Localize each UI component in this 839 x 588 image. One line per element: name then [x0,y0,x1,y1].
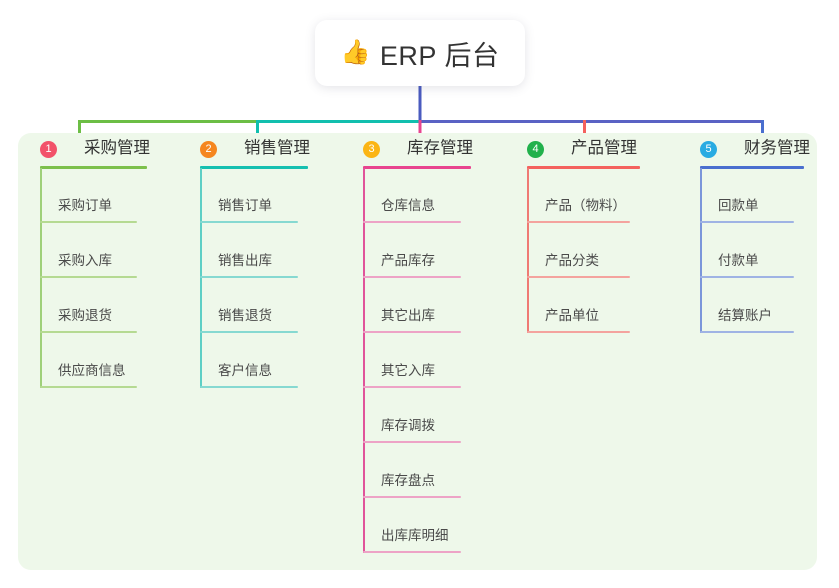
branch-leaf-item[interactable]: 产品单位 [527,278,630,333]
branch-leaf-rule [363,386,461,388]
branch-title: 销售管理 [244,139,310,157]
branch-leaf-rule [363,221,461,223]
branch-leaf-item[interactable]: 销售订单 [200,168,298,223]
branch-leaf-label: 库存盘点 [381,473,435,488]
branch-leaf-item[interactable]: 付款单 [700,223,794,278]
branch-leaf-label: 其它入库 [381,363,435,378]
branch-header-rule [527,166,640,169]
branch-title: 采购管理 [84,139,150,157]
branch-leaf-label: 客户信息 [218,363,272,378]
branch-leaf-item[interactable]: 库存调拨 [363,388,461,443]
branch-leaf-item[interactable]: 采购退货 [40,278,137,333]
branch-column-2: 2 销售管理销售订单销售出库销售退货客户信息 [200,133,316,388]
branch-spine [40,168,42,388]
branch-title: 产品管理 [571,139,637,157]
branch-leaf-item[interactable]: 结算账户 [700,278,794,333]
branch-leaf-label: 出库库明细 [381,528,449,543]
branch-leaf-rule [700,276,794,278]
branch-leaf-item[interactable]: 其它入库 [363,333,461,388]
branch-leaf-rule [527,221,630,223]
branch-leaf-rule [200,221,298,223]
branch-title: 财务管理 [744,139,810,157]
branch-leaf-item[interactable]: 客户信息 [200,333,298,388]
branch-leaf-item[interactable]: 其它出库 [363,278,461,333]
branch-leaf-rule [40,331,137,333]
branch-leaf-rule [527,331,630,333]
branch-leaf-label: 销售出库 [218,253,272,268]
branch-leaf-label: 产品分类 [545,253,599,268]
branch-header-rule [363,166,471,169]
branch-column-4: 4 产品管理产品（物料） 产品分类产品单位 [527,133,645,333]
branch-leaf-label: 采购订单 [58,198,112,213]
branch-leaf-rule [200,276,298,278]
branch-leaf-item[interactable]: 销售出库 [200,223,298,278]
branch-leaf-label: 结算账户 [718,308,772,323]
branch-number-badge: 2 [200,141,217,158]
branch-leaf-item[interactable]: 采购订单 [40,168,137,223]
branch-leaf-rule [363,331,461,333]
branch-header-1[interactable]: 1 采购管理 [40,133,166,163]
branch-header-2[interactable]: 2 销售管理 [200,133,316,163]
branch-leaf-rule [200,386,298,388]
branch-leaf-item[interactable]: 库存盘点 [363,443,461,498]
branch-number-badge: 3 [363,141,380,158]
branch-spine [700,168,702,333]
branch-leaf-label: 产品库存 [381,253,435,268]
branch-leaf-label: 产品单位 [545,308,599,323]
branch-title: 库存管理 [407,139,473,157]
branch-leaf-label: 采购退货 [58,308,112,323]
branch-number-badge: 1 [40,141,57,158]
branch-leaf-item[interactable]: 产品分类 [527,223,630,278]
branch-leaf-label: 仓库信息 [381,198,435,213]
branch-header-rule [700,166,804,169]
branch-spine [527,168,529,333]
branch-leaf-rule [40,386,137,388]
root-node-card[interactable]: 👍 ERP 后台 [315,20,525,86]
branch-leaf-item[interactable]: 回款单 [700,168,794,223]
branch-leaf-label: 供应商信息 [58,363,126,378]
root-node-title: 👍 ERP 后台 [341,34,500,73]
branch-leaf-rule [40,221,137,223]
branch-leaf-rule [40,276,137,278]
branch-header-3[interactable]: 3 库存管理 [363,133,479,163]
branch-leaf-item[interactable]: 采购入库 [40,223,137,278]
branch-leaf-rule [363,496,461,498]
branch-spine [200,168,202,388]
branch-leaf-rule [363,551,461,553]
branch-header-rule [40,166,147,169]
branch-leaf-item[interactable]: 出库库明细 [363,498,461,553]
branch-leaf-label: 销售订单 [218,198,272,213]
branch-leaf-rule [363,276,461,278]
branch-leaf-label: 其它出库 [381,308,435,323]
branch-leaf-label: 付款单 [718,253,759,268]
branch-leaf-label: 回款单 [718,198,759,213]
branch-leaf-item[interactable]: 仓库信息 [363,168,461,223]
branch-leaf-item[interactable]: 产品库存 [363,223,461,278]
branch-header-5[interactable]: 5 财务管理 [700,133,810,163]
branch-leaf-label: 采购入库 [58,253,112,268]
branch-leaf-rule [700,331,794,333]
branch-column-3: 3 库存管理仓库信息产品库存其它出库其它入库库存调拨库存盘点出库库明细 [363,133,479,553]
branch-header-4[interactable]: 4 产品管理 [527,133,645,163]
branch-header-rule [200,166,308,169]
branch-column-1: 1 采购管理采购订单采购入库采购退货供应商信息 [40,133,166,388]
branch-leaf-item[interactable]: 产品（物料） [527,168,630,223]
branch-leaf-label: 产品（物料） [545,198,626,213]
branch-number-badge: 5 [700,141,717,158]
branch-leaf-item[interactable]: 供应商信息 [40,333,137,388]
thumbs-up-icon: 👍 [340,39,371,66]
branch-leaf-rule [527,276,630,278]
branch-leaf-label: 库存调拨 [381,418,435,433]
branch-spine [363,168,365,553]
branch-leaf-rule [200,331,298,333]
branch-number-badge: 4 [527,141,544,158]
root-node-label: ERP 后台 [379,40,500,71]
branch-column-5: 5 财务管理回款单付款单结算账户 [700,133,810,333]
branch-leaf-rule [363,441,461,443]
branch-leaf-label: 销售退货 [218,308,272,323]
branch-leaf-rule [700,221,794,223]
branch-leaf-item[interactable]: 销售退货 [200,278,298,333]
